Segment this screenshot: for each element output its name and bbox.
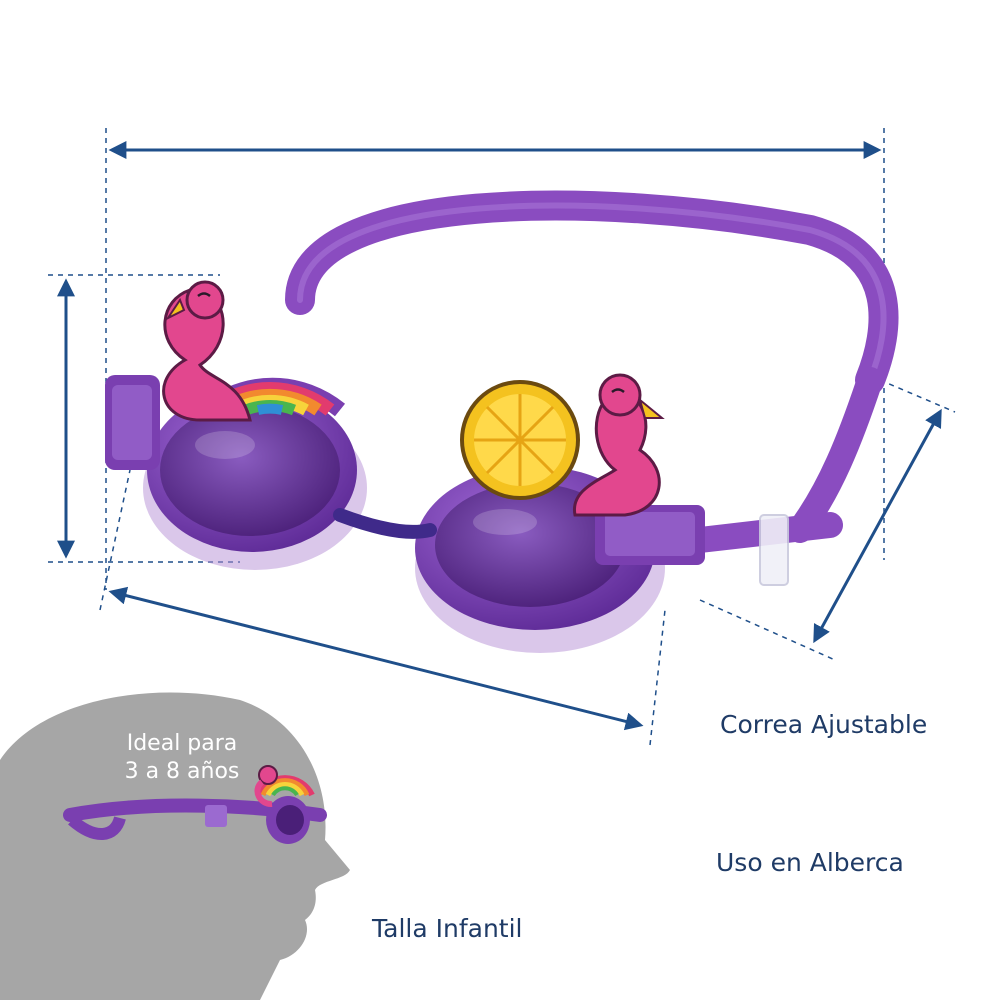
left-eye-cup (105, 375, 367, 570)
age-badge-line-1: Ideal para (126, 731, 238, 756)
flamingo-lemon-icon (460, 373, 665, 517)
flamingo-rainbow-icon (162, 280, 346, 422)
age-badge: Ideal para 3 a 8 años (92, 730, 272, 786)
feature-kids-size: Talla Infantil (372, 914, 523, 943)
goggle-strap (285, 190, 899, 586)
feature-pool-use: Uso en Alberca (716, 848, 904, 877)
feature-adjustable-strap: Correa Ajustable (720, 710, 928, 739)
nose-bridge (333, 508, 437, 539)
right-eye-cup (415, 466, 705, 653)
age-badge-line-2: 3 a 8 años (124, 759, 240, 784)
dimension-arrows (57, 141, 942, 731)
head-goggles-icon (63, 765, 327, 844)
